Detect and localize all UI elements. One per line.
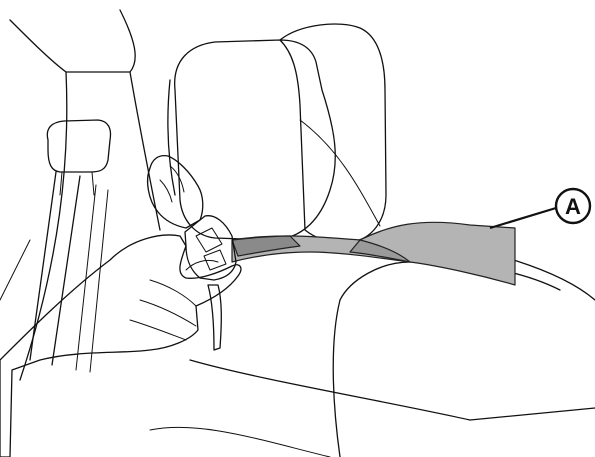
seat-belt-strap	[232, 222, 515, 285]
callout-leader-line	[490, 208, 556, 228]
belt-buckle	[185, 216, 236, 350]
upper-hand	[148, 156, 203, 228]
left-seat-belt	[30, 172, 108, 372]
callout-label: A	[565, 194, 581, 219]
left-seat	[0, 10, 160, 380]
main-headrest	[175, 24, 386, 242]
lower-hand	[0, 235, 241, 457]
main-seat-back	[150, 80, 595, 457]
callout-a: A	[490, 189, 590, 228]
